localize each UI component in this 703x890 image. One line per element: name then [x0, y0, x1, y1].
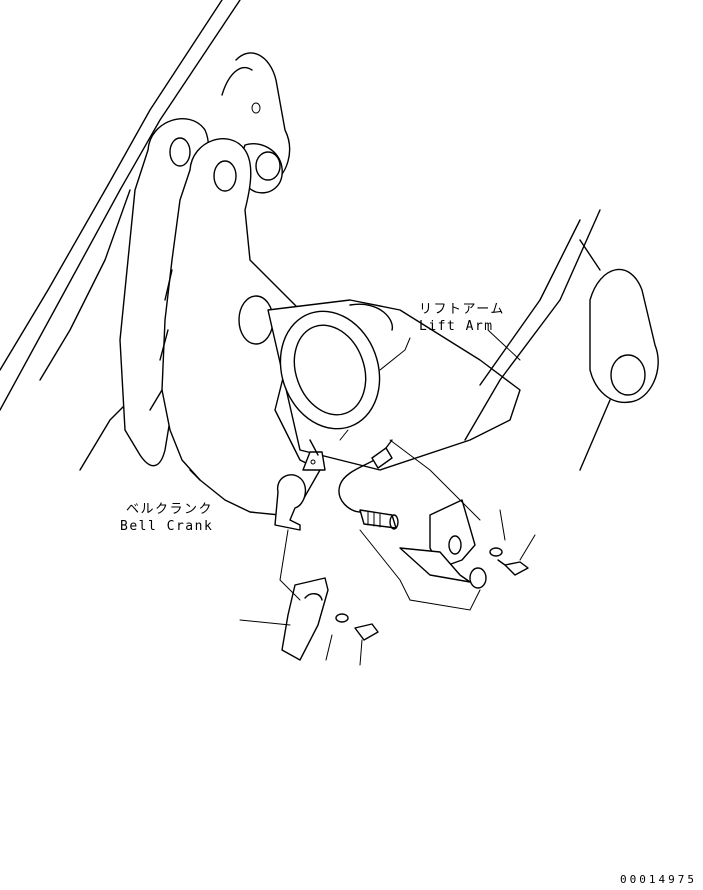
bell-crank-label-en: Bell Crank [120, 519, 214, 534]
bell-crank-label-ja: ベルクランク [126, 502, 214, 517]
lift-arm-label-en: Lift Arm [419, 319, 494, 334]
drawing-code: 00014975 [620, 873, 697, 886]
bolt-right [489, 547, 529, 576]
cover-plate [281, 577, 379, 661]
proximity-sensor [359, 509, 399, 530]
clamp-mount [274, 439, 326, 531]
lift-arm-label-ja: リフトアーム [419, 302, 505, 317]
leader-lines [239, 329, 536, 666]
sensor-cable [338, 439, 393, 513]
bell-crank [119, 118, 321, 516]
cross-tube [267, 299, 521, 471]
lift-arm-right [464, 209, 659, 471]
sensor-bracket [399, 499, 487, 589]
